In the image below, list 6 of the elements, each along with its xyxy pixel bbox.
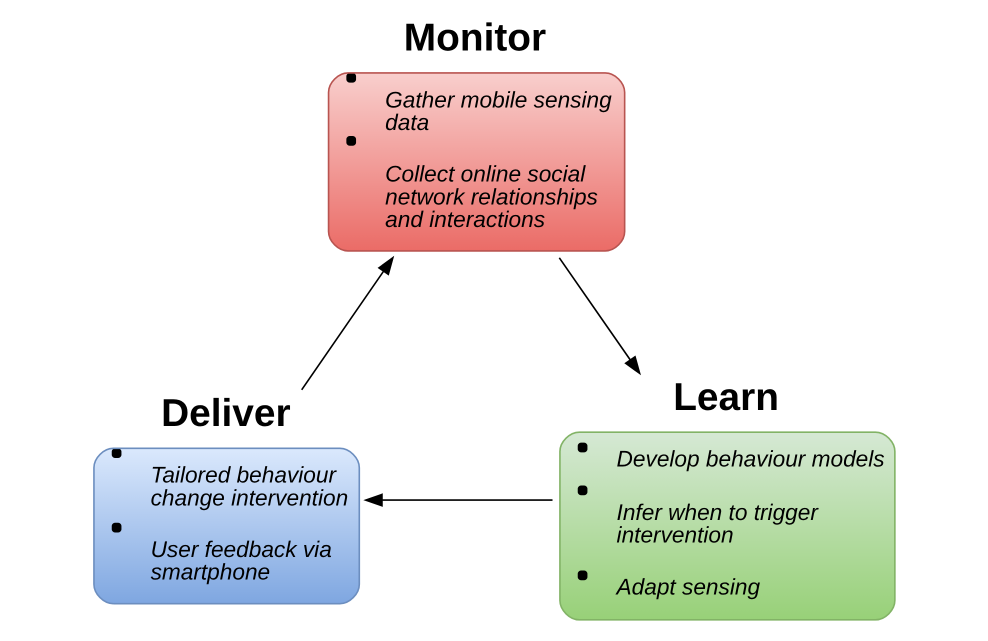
arrow — [301, 256, 394, 390]
arrow — [363, 493, 553, 507]
node-label: Deliver — [161, 392, 291, 435]
node-label: Learn — [673, 376, 779, 419]
node-label: Monitor — [404, 16, 546, 60]
arrow — [558, 257, 641, 376]
